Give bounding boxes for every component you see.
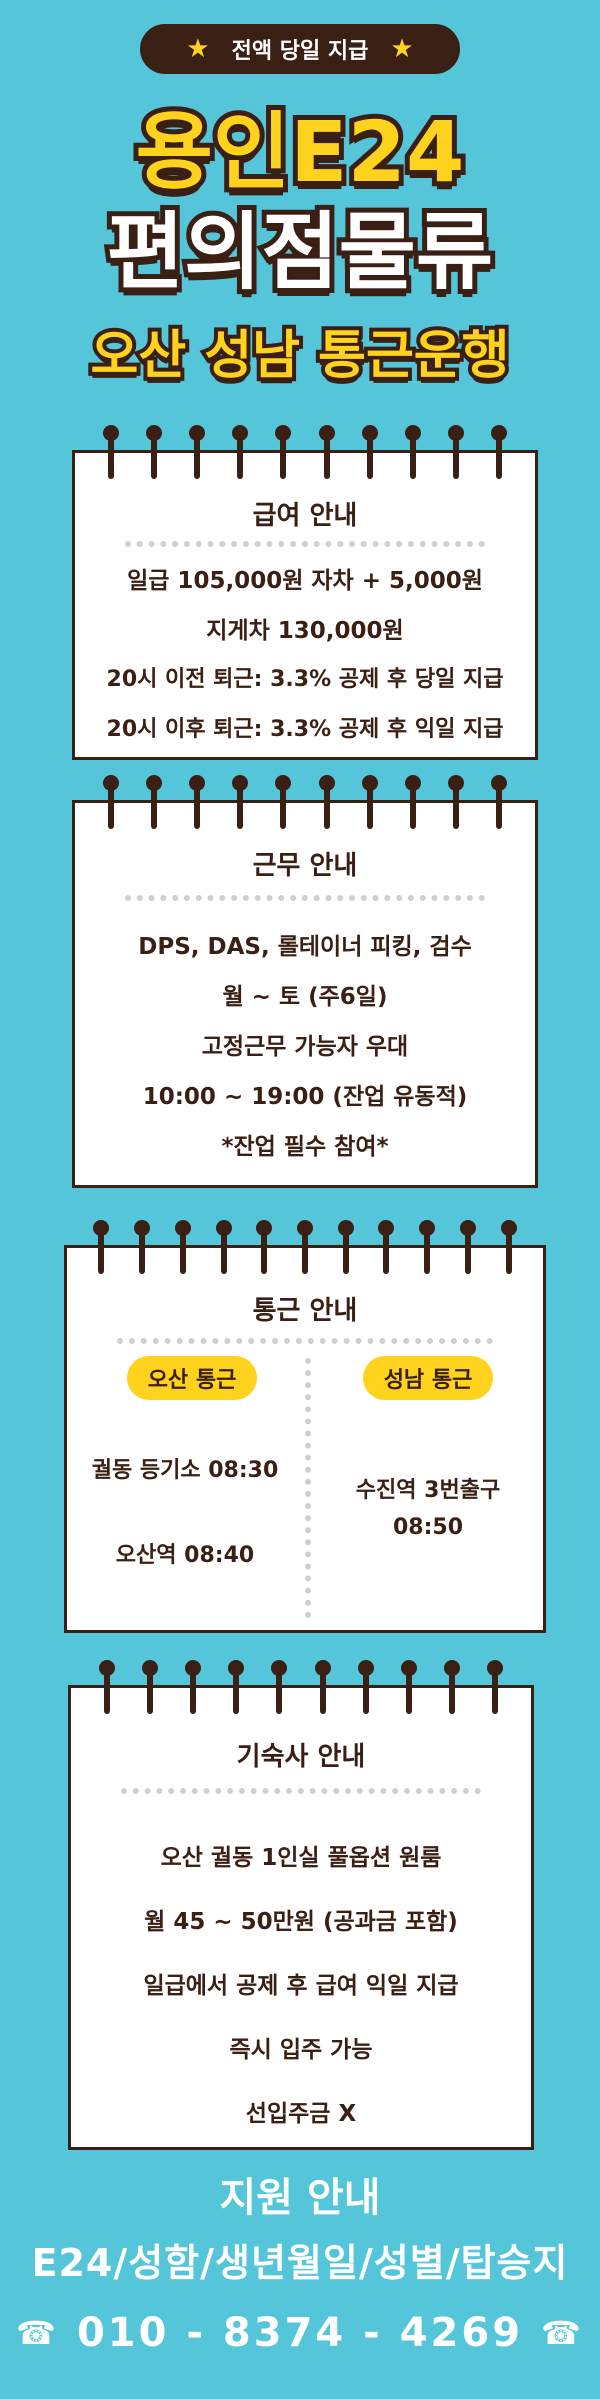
- dorm-line: 선입주금 X: [245, 2101, 357, 2127]
- pay-line: 일급 105,000원 자차 + 5,000원: [127, 568, 483, 594]
- apply-format: E24/성함/생년월일/성별/탑승지: [31, 2241, 569, 2285]
- headline-job: 편의점물류: [102, 203, 498, 301]
- card-rings: [71, 1660, 531, 1716]
- divider: [121, 1788, 481, 1794]
- work-line: 고정근무 가능자 우대: [201, 1034, 409, 1060]
- dorm-line: 일급에서 공제 후 급여 익일 지급: [143, 1973, 459, 1999]
- work-title: 근무 안내: [252, 851, 358, 881]
- card-rings: [75, 425, 535, 481]
- card-rings: [67, 1220, 543, 1276]
- card-rings: [75, 775, 535, 831]
- phone-icon: ☎: [16, 2314, 59, 2352]
- phone-number[interactable]: 010 - 8374 - 4269: [76, 2310, 524, 2356]
- dorm-title: 기숙사 안내: [236, 1742, 366, 1772]
- dorm-card: 기숙사 안내 오산 궐동 1인실 풀옵션 원룸 월 45 ~ 50만원 (공과금…: [68, 1660, 534, 2150]
- seongnam-stop: 수진역 3번출구: [355, 1478, 501, 1503]
- pay-line: 지게차 130,000원: [206, 618, 404, 644]
- phone-icon: ☎: [541, 2314, 584, 2352]
- work-line: 월 ~ 토 (주6일): [222, 984, 388, 1010]
- column-divider: [305, 1358, 311, 1618]
- dorm-line: 오산 궐동 1인실 풀옵션 원룸: [160, 1845, 442, 1871]
- pay-line: 20시 이후 퇴근: 3.3% 공제 후 익일 지급: [106, 717, 504, 742]
- commute-title: 통근 안내: [252, 1296, 358, 1326]
- headline-company: 용인E24: [131, 103, 470, 201]
- seongnam-time: 08:50: [392, 1515, 464, 1540]
- seongnam-commute-badge: 성남 통근: [363, 1356, 493, 1400]
- star-icon: ★: [186, 34, 210, 64]
- headline-route: 오산 성남 통근운행: [87, 326, 514, 386]
- work-line: DPS, DAS, 롤테이너 피킹, 검수: [138, 934, 472, 960]
- divider: [125, 895, 485, 901]
- phone-row[interactable]: ☎ 010 - 8374 - 4269 ☎: [0, 2310, 600, 2356]
- work-card: 근무 안내 DPS, DAS, 롤테이너 피킹, 검수 월 ~ 토 (주6일) …: [72, 775, 538, 1188]
- osan-commute-badge: 오산 통근: [127, 1356, 257, 1400]
- pay-line: 20시 이전 퇴근: 3.3% 공제 후 당일 지급: [106, 667, 504, 692]
- pay-card: 급여 안내 일급 105,000원 자차 + 5,000원 지게차 130,00…: [72, 425, 538, 760]
- star-icon: ★: [390, 34, 414, 64]
- osan-stop: 오산역 08:40: [115, 1543, 255, 1568]
- badge-text: 전액 당일 지급: [231, 39, 369, 64]
- divider: [125, 541, 485, 547]
- top-badge: ★ 전액 당일 지급 ★: [140, 24, 460, 74]
- dorm-line: 즉시 입주 가능: [229, 2037, 373, 2063]
- work-line: 10:00 ~ 19:00 (잔업 유동적): [142, 1084, 468, 1110]
- pay-title: 급여 안내: [252, 501, 358, 531]
- apply-title: 지원 안내: [219, 2175, 381, 2221]
- divider: [117, 1338, 493, 1344]
- commute-card: 통근 안내 오산 통근 궐동 등기소 08:30 오산역 08:40 성남 통근…: [64, 1220, 546, 1633]
- work-line: *잔업 필수 참여*: [221, 1134, 389, 1160]
- dorm-line: 월 45 ~ 50만원 (공과금 포함): [144, 1909, 458, 1935]
- osan-stop: 궐동 등기소 08:30: [91, 1458, 279, 1483]
